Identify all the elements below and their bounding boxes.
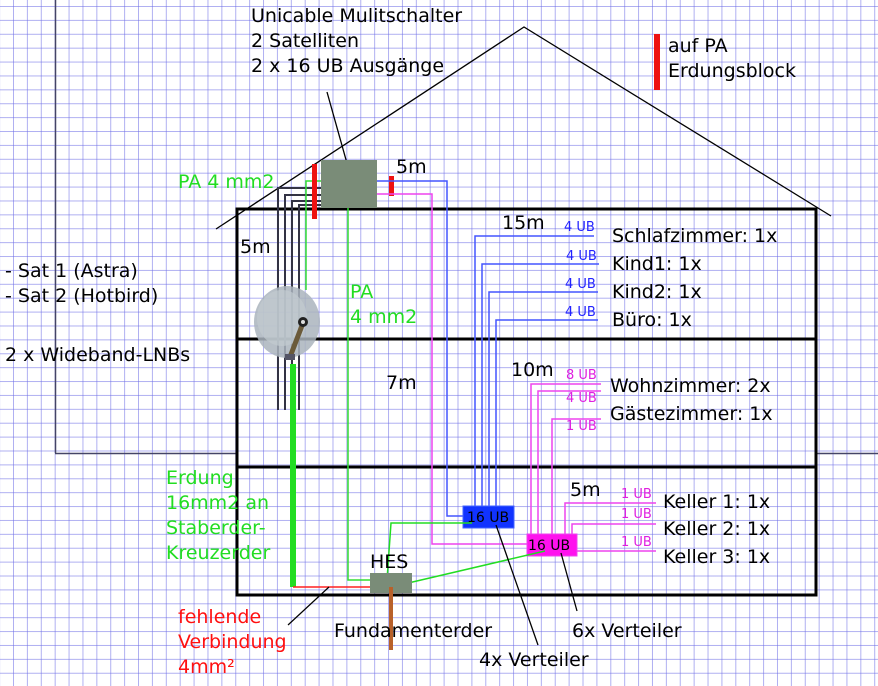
basement-cables xyxy=(564,502,656,552)
length-upper: 15m xyxy=(502,212,545,234)
basement-room-ub: 1 UB xyxy=(621,487,652,502)
upper-room-ub: 4 UB xyxy=(565,277,596,292)
basement-room-name: Keller 1: 1x xyxy=(663,491,771,513)
pa-block-marker xyxy=(312,164,317,219)
pink-trunk-cable xyxy=(377,193,527,545)
roof xyxy=(215,26,832,230)
pa-cable-switch xyxy=(347,208,372,581)
middle-room-ub: 4 UB xyxy=(566,391,597,406)
blue-trunk-cable xyxy=(377,180,464,517)
length-switch: 5m xyxy=(396,156,427,178)
middle-room-name: Gästezimmer: 1x xyxy=(610,403,773,425)
upper-room-ub: 4 UB xyxy=(566,249,597,264)
missing-connection-label: fehlende Verbindung 4mm² xyxy=(178,606,287,679)
middle-room-ub: 8 UB xyxy=(566,368,597,383)
middle-floor-cables xyxy=(530,383,601,534)
hes-label: HES xyxy=(370,551,409,573)
fundament-label: Fundamenterder xyxy=(334,620,493,642)
middle-room-name: Wohnzimmer: 2x xyxy=(610,375,771,397)
multiswitch[interactable] xyxy=(321,160,377,208)
missing-connection-pointer xyxy=(287,586,330,626)
length-basement: 5m xyxy=(570,479,601,501)
splitter-6x-pointer xyxy=(560,552,578,612)
hes-to-splitter-6x xyxy=(403,550,546,585)
length-lnb: 5m xyxy=(240,236,271,258)
upper-room-name: Büro: 1x xyxy=(612,309,692,331)
upper-floor-cables xyxy=(474,235,599,506)
legend-pa-text: auf PA Erdungsblock xyxy=(668,35,796,83)
satellite-list: - Sat 1 (Astra) - Sat 2 (Hotbird) xyxy=(5,260,159,308)
length-middle: 10m xyxy=(511,359,554,381)
pa-top-label: PA 4 mm2 xyxy=(178,171,275,193)
basement-room-ub: 1 UB xyxy=(621,507,652,522)
legend-pa-marker xyxy=(654,34,660,90)
house-outline xyxy=(235,207,818,597)
basement-room-name: Keller 2: 1x xyxy=(663,518,771,540)
upper-room-name: Kind2: 1x xyxy=(612,281,702,303)
earthing-label: Erdung 16mm2 an Staberder- Kreuzerder xyxy=(166,467,271,565)
basement-room-ub: 1 UB xyxy=(621,535,652,550)
length-riser: 7m xyxy=(386,372,417,394)
splitter-6x[interactable] xyxy=(526,533,578,557)
splitter-6x-label: 16 UB xyxy=(528,538,571,554)
splitter-4x[interactable] xyxy=(462,505,515,529)
upper-room-name: Schlafzimmer: 1x xyxy=(612,225,778,247)
upper-room-ub: 4 UB xyxy=(564,220,595,235)
splitter-4x-label: 16 UB xyxy=(467,510,510,526)
basement-room-name: Keller 3: 1x xyxy=(663,546,771,568)
hes-box[interactable] xyxy=(370,573,412,593)
multiswitch-title: Unicable Mulitschalter 2 Satelliten 2 x … xyxy=(251,5,463,78)
upper-room-name: Kind1: 1x xyxy=(612,253,702,275)
hes-to-splitter-4x xyxy=(386,522,472,581)
lnb-label: 2 x Wideband-LNBs xyxy=(5,344,191,366)
satellite-dish-icon xyxy=(254,286,320,360)
splitter-4x-pointer xyxy=(495,524,539,646)
upper-room-ub: 4 UB xyxy=(565,305,596,320)
splitter-4x-caption: 4x Verteiler xyxy=(479,649,589,671)
splitter-6x-caption: 6x Verteiler xyxy=(572,620,682,642)
pa-block-marker-output xyxy=(389,176,394,196)
pa-middle-label: PA 4 mm2 xyxy=(350,281,418,329)
middle-room-ub: 1 UB xyxy=(566,419,597,434)
